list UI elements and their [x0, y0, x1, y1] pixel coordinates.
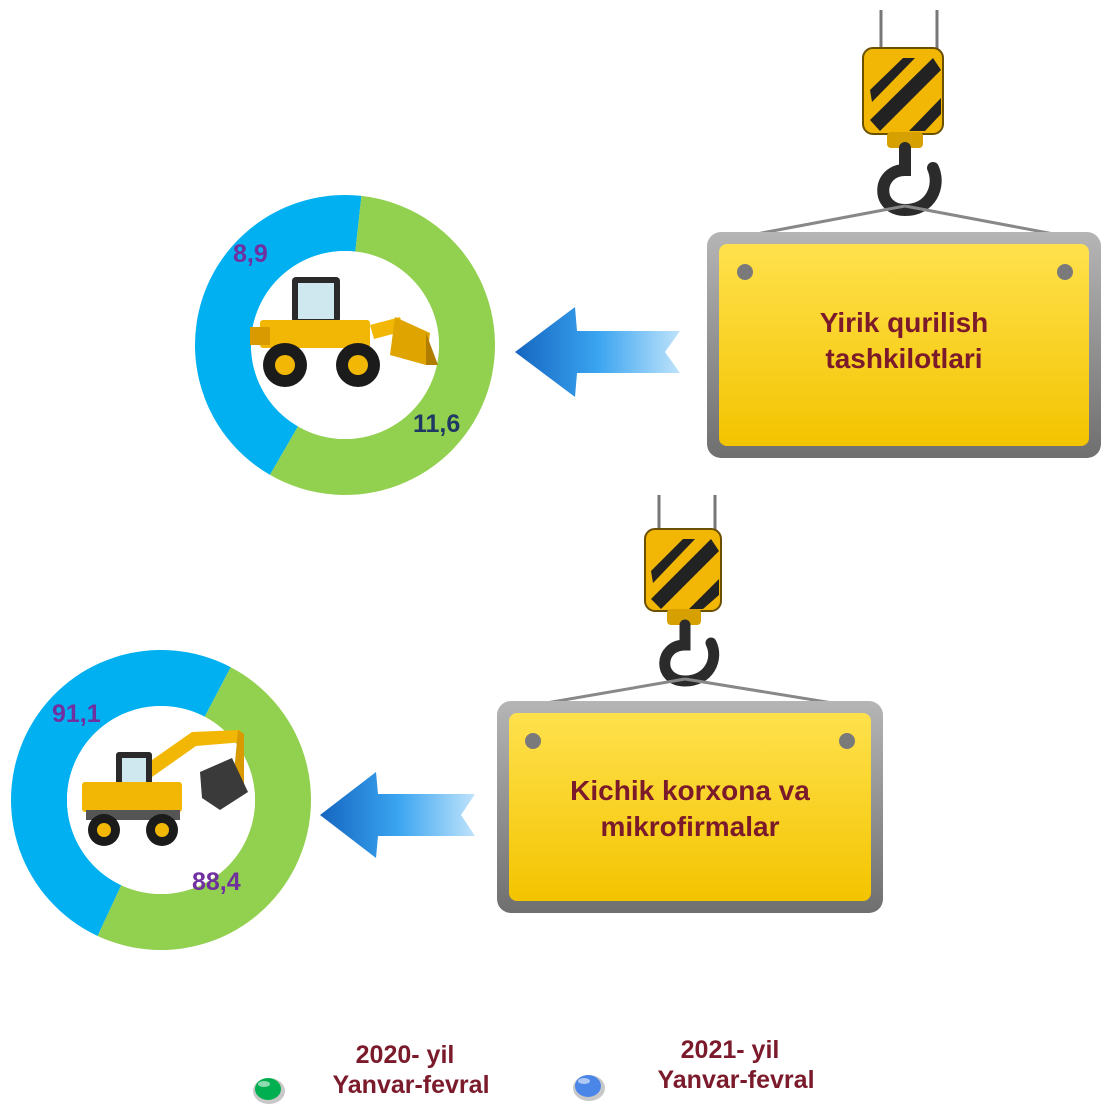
legend-label-period: Yanvar-fevral — [332, 1071, 490, 1099]
sign-title-large-organizations: Yirik qurilish tashkilotlari — [705, 305, 1103, 377]
sign-line-1: Yirik qurilish — [819, 307, 989, 338]
crane-sign-small-enterprises: Kichik korxona va mikrofirmalar — [495, 495, 885, 915]
sign-line-2: tashkilotlari — [825, 343, 983, 374]
green-circle-icon — [253, 1078, 285, 1104]
blue-circle-icon — [573, 1075, 605, 1101]
arrow-left-icon — [515, 307, 680, 397]
value-label-2021-small: 91,1 — [52, 700, 101, 728]
legend-item-2020: 2020- yil Yanvar-fevral — [305, 1040, 505, 1100]
donut-slice-2020 — [97, 667, 311, 950]
value-label-2021-large: 8,9 — [233, 240, 268, 268]
value-label-2020-small: 88,4 — [192, 868, 241, 896]
excavator-image — [72, 712, 262, 862]
legend-label-year: 2021- yil — [680, 1036, 780, 1064]
donut-slice-2020 — [270, 195, 496, 496]
sign-title-small-enterprises: Kichik korxona va mikrofirmalar — [495, 773, 885, 845]
value-label-2020-large: 11,6 — [413, 410, 461, 438]
legend-label-period: Yanvar-fevral — [657, 1066, 815, 1094]
legend-label-year: 2020- yil — [355, 1041, 455, 1069]
crane-sign-large-organizations: Yirik qurilish tashkilotlari — [705, 10, 1103, 460]
sign-line-2: mikrofirmalar — [600, 811, 780, 842]
donut-slice-2021 — [195, 195, 362, 475]
wheel-loader-image — [240, 265, 440, 395]
legend-item-2021: 2021- yil Yanvar-fevral — [630, 1035, 830, 1095]
crane-hook-icon — [497, 495, 883, 913]
sign-line-1: Kichik korxona va — [570, 775, 810, 806]
donut-slice-2021 — [10, 650, 231, 936]
arrow-left-icon — [320, 772, 475, 858]
crane-hook-icon — [707, 10, 1101, 458]
